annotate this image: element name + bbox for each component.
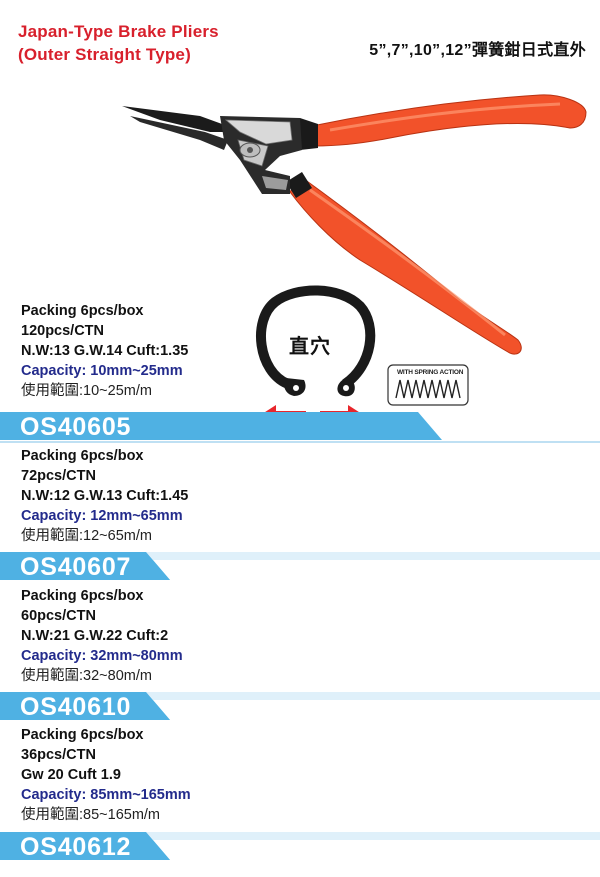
weight-text: N.W:13 G.W.14 Cuft:1.35 (21, 343, 189, 359)
ctn-text: 72pcs/CTN (21, 468, 96, 484)
product-spec: Packing 6pcs/box 60pcs/CTN N.W:21 G.W.22… (21, 586, 183, 686)
product-spec: Packing 6pcs/box 120pcs/CTN N.W:13 G.W.1… (21, 301, 188, 401)
packing-text: Packing 6pcs/box (21, 727, 144, 743)
capacity-text: Capacity: 12mm~65mm (21, 508, 183, 524)
weight-text: Gw 20 Cuft 1.9 (21, 767, 121, 783)
title-line-1: Japan-Type Brake Pliers (18, 22, 219, 41)
chinese-title: 5”,7”,10”,12”彈簧鉗日式直外 (369, 42, 586, 59)
product-code: OS40605 (20, 413, 132, 441)
weight-text: N.W:21 G.W.22 Cuft:2 (21, 628, 169, 644)
range-text: 使用範圍:85~165m/m (21, 807, 161, 823)
circlip-icon (256, 285, 376, 397)
range-text: 使用範圍:10~25m/m (21, 383, 152, 399)
packing-text: Packing 6pcs/box (21, 588, 144, 604)
capacity-text: Capacity: 10mm~25mm (21, 363, 183, 379)
ctn-text: 36pcs/CTN (21, 747, 96, 763)
range-text: 使用範圍:12~65m/m (21, 528, 152, 544)
lower-jaw (130, 116, 228, 150)
lower-handle (289, 175, 522, 355)
weight-text: N.W:12 G.W.13 Cuft:1.45 (21, 488, 189, 504)
capacity-text: Capacity: 32mm~80mm (21, 648, 183, 664)
clip-type-label: 直穴 (289, 336, 331, 358)
range-text: 使用範圍:32~80m/m (21, 668, 152, 684)
upper-jaw (122, 106, 232, 132)
product-spec: Packing 6pcs/box 72pcs/CTN N.W:12 G.W.13… (21, 446, 188, 546)
ctn-text: 60pcs/CTN (21, 608, 96, 624)
product-code: OS40607 (20, 553, 132, 581)
packing-text: Packing 6pcs/box (21, 448, 144, 464)
spring-action-label: WITH SPRING ACTION (397, 369, 464, 376)
page-title: Japan-Type Brake Pliers (Outer Straight … (18, 20, 219, 66)
product-code: OS40612 (20, 833, 132, 861)
packing-text: Packing 6pcs/box (21, 303, 144, 319)
product-code: OS40610 (20, 693, 132, 721)
spring-action-icon (387, 364, 469, 406)
upper-handle (311, 94, 587, 147)
capacity-text: Capacity: 85mm~165mm (21, 787, 191, 803)
ctn-text: 120pcs/CTN (21, 323, 105, 339)
product-spec: Packing 6pcs/box 36pcs/CTN Gw 20 Cuft 1.… (21, 725, 191, 825)
title-line-2: (Outer Straight Type) (18, 45, 191, 64)
